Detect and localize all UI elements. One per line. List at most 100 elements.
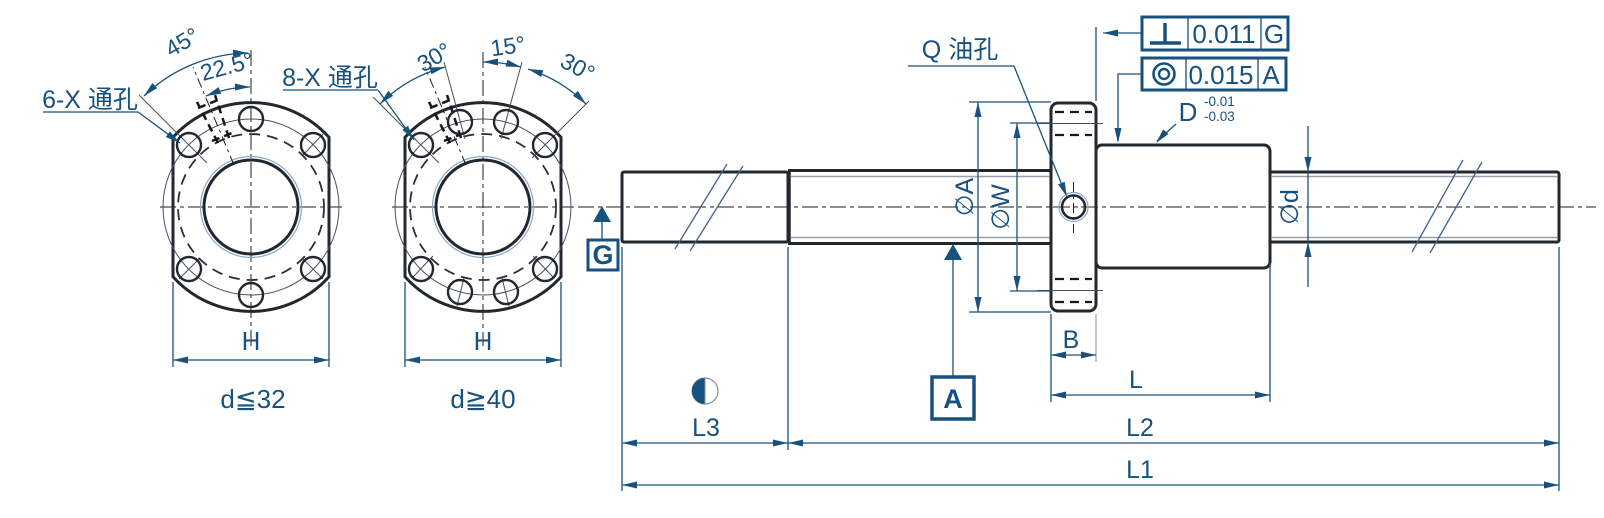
flange2-bolt-holes	[407, 108, 559, 306]
fcf-concentricity-value: 0.015	[1188, 60, 1253, 90]
fcf-perpendicularity-datum: G	[1264, 19, 1284, 49]
projection-symbol	[691, 377, 719, 405]
datum-G-box	[586, 238, 620, 272]
bolt-hole	[299, 131, 327, 159]
leader-arrow	[1114, 128, 1122, 143]
arc-arrow	[483, 58, 498, 66]
dim-arrow	[1013, 123, 1021, 138]
L2-label: L2	[1126, 414, 1154, 442]
dimensions: ∅A ∅W ∅d B L L3 L2	[621, 101, 1560, 491]
left-journal	[620, 170, 790, 244]
concentricity-icon	[1152, 62, 1176, 86]
flange1-range-label: d≦32	[220, 384, 285, 414]
flange1-hole-note: 6-X 通孔	[42, 86, 138, 114]
bolt-hole	[299, 255, 327, 283]
dim-arrow	[1051, 391, 1066, 399]
flange1-22-5deg-centerline	[192, 66, 235, 166]
flange2-bore	[434, 158, 532, 256]
B-label: B	[1063, 326, 1080, 354]
arc-arrow	[206, 87, 222, 96]
flange2-width-label: H	[474, 326, 493, 356]
flange-view-large: 30° 15° 30° 8-X 通孔 H d≧40	[282, 31, 599, 414]
break-lines-right	[1411, 159, 1483, 254]
fcf-concentricity-datum: A	[1262, 60, 1280, 90]
dia-d-label: ∅d	[1276, 189, 1304, 225]
arc-arrow	[528, 69, 544, 77]
bolt-hole	[407, 255, 435, 283]
oil-hole-callout: Q 油孔	[908, 36, 1067, 197]
dim-arrow	[1081, 351, 1096, 359]
flange1-135deg-line	[138, 94, 208, 164]
datum-A-box	[930, 375, 976, 421]
dia-W-label: ∅W	[987, 184, 1015, 230]
datum-G-triangle	[593, 206, 611, 222]
oil-hole-ring	[1058, 191, 1089, 223]
dim-arrow	[1255, 391, 1270, 399]
L1-label: L1	[1126, 456, 1154, 484]
L3-label: L3	[692, 414, 720, 442]
shaft-side-view	[620, 101, 1561, 313]
flange2-angle-15: 15°	[489, 31, 527, 62]
flange2-pilot-dashed-circle	[409, 133, 557, 281]
dim-arrow	[1013, 276, 1021, 291]
flange2-bolt-circle	[394, 118, 572, 296]
arc-arrow	[144, 83, 158, 96]
L-label: L	[1129, 366, 1143, 394]
flange2-112deg-centerline	[424, 66, 467, 166]
flange1-thread-ring	[199, 155, 303, 259]
leader-arrow	[1103, 29, 1118, 37]
oil-hole-label: Q 油孔	[922, 36, 998, 64]
bolt-hole	[237, 105, 265, 133]
dim-arrow	[314, 356, 329, 364]
flange2-hole-note: 8-X 通孔	[282, 64, 378, 92]
flange2-hole-tick-255	[456, 277, 465, 307]
dim-arrow	[1304, 242, 1312, 257]
arc-arrow	[505, 59, 521, 67]
flange1-hole-tick-315	[302, 258, 324, 280]
bolt-hole	[407, 131, 435, 159]
flange1-bolt-holes	[175, 105, 327, 309]
bolt-hole	[175, 255, 203, 283]
flange2-45deg-line	[531, 100, 590, 159]
flange2-range-label: d≧40	[450, 384, 515, 414]
nut-diameter-label: D	[1179, 97, 1198, 127]
dim-arrow	[173, 356, 188, 364]
nut-flange	[1049, 101, 1098, 313]
nut-diameter-tol-upper: -0.01	[1204, 94, 1235, 109]
flange2-thread-ring	[431, 155, 535, 259]
flange1-outer-profile	[171, 101, 331, 313]
feature-control-frames: 0.011 G 0.015 A D -0.01 -0.03	[1095, 15, 1290, 143]
flange2-75deg-line	[500, 61, 523, 140]
dia-A-label: ∅A	[951, 177, 979, 216]
dim-arrow	[1544, 439, 1559, 447]
dim-arrow	[788, 439, 803, 447]
fcf-perpendicularity-value: 0.011	[1192, 19, 1255, 49]
dim-arrow	[1051, 351, 1066, 359]
bolt-hole	[237, 281, 265, 309]
flange2-outer-profile	[403, 101, 563, 313]
dim-arrow	[405, 356, 420, 364]
bolt-hole	[446, 278, 474, 306]
flange1-width-label: H	[242, 326, 261, 356]
datum-A-letter: A	[943, 384, 963, 414]
perpendicularity-icon	[1150, 23, 1181, 45]
flange1-bore	[202, 158, 300, 256]
dim-arrow	[1304, 157, 1312, 172]
arc-arrow	[235, 83, 250, 91]
flange2-angle-30-right: 30°	[556, 47, 599, 86]
dim-arrow	[546, 356, 561, 364]
bolt-hole	[492, 108, 520, 136]
leader-arrow	[402, 125, 414, 140]
dim-arrow	[622, 439, 637, 447]
break-lines-left	[674, 163, 744, 252]
datum-A-triangle	[944, 244, 962, 260]
flange2-angle-30-left: 30°	[412, 37, 455, 77]
leader-line	[1013, 65, 1067, 196]
flange2-left-30deg-arc	[379, 66, 446, 105]
flange2-hole-tick-285	[501, 277, 510, 307]
arc-arrow	[233, 49, 248, 57]
arc-arrow	[572, 90, 586, 104]
leader-arrow	[1058, 181, 1067, 197]
dim-arrow	[622, 481, 637, 489]
